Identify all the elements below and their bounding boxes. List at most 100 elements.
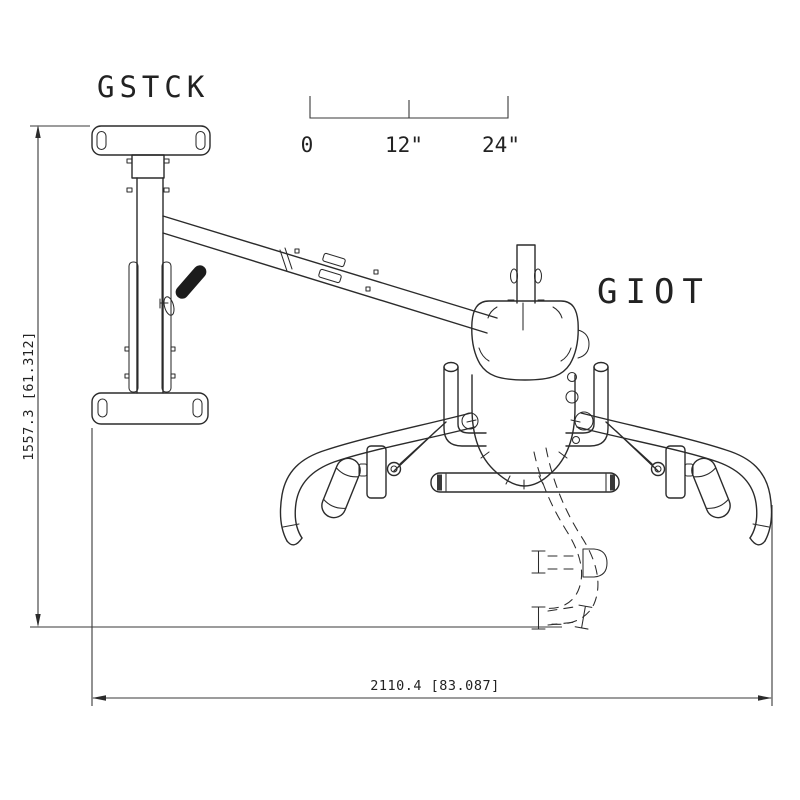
press-arm-right (576, 412, 773, 546)
scale-tick-24: 24" (482, 133, 520, 157)
hidden-roller-pad (531, 550, 546, 574)
seat-side-ear (577, 329, 590, 359)
top-foot-bar (91, 125, 211, 156)
right-roller-outline (691, 457, 731, 519)
top-foot-slot-left (96, 130, 107, 151)
guide-post (507, 244, 545, 304)
height-dimension: 1557.3 [61.312] (21, 125, 562, 628)
machine-label: GIOT (597, 272, 711, 312)
side-handles (443, 361, 609, 447)
bolt-tick (163, 158, 170, 164)
right-roller-seams (692, 467, 730, 509)
adjuster-pin (566, 371, 578, 383)
adjuster-pin (571, 435, 581, 445)
machine-drawing: GIOT (279, 244, 773, 630)
left-arm-tip (286, 537, 303, 546)
hidden-roller-pad (531, 606, 546, 630)
seat-back-pad (471, 300, 590, 381)
hidden-roller-axle (547, 555, 577, 570)
right-pivot-pin (654, 465, 662, 473)
hidden-arm-inner (533, 451, 583, 609)
tower-bracket (131, 154, 165, 179)
seat-back-outline (471, 300, 579, 381)
right-bracket-tab (684, 463, 694, 477)
left-pivot (386, 461, 402, 477)
left-arm-inner (294, 426, 476, 539)
bolt-tick (126, 158, 133, 164)
bolt-tick (170, 346, 176, 352)
left-handle-cap (443, 361, 459, 373)
stack-shroud-right (161, 261, 172, 393)
right-arm-inner (576, 426, 758, 539)
right-handle-inner (565, 366, 595, 434)
left-roller-seams (322, 467, 360, 509)
press-arm-left (279, 412, 476, 546)
right-arm-outer (580, 412, 773, 542)
handle-knob (163, 296, 175, 316)
hidden-roller-bracket (582, 548, 608, 578)
hidden-leg-attachment (531, 447, 608, 630)
center-bar-band-left (437, 474, 442, 491)
scale-bar: 0 12" 24" (301, 96, 520, 157)
seat-back-stitching (478, 306, 572, 362)
left-roller-pad (321, 457, 361, 519)
bolt-tick (373, 269, 379, 275)
bolt-tick (163, 187, 170, 193)
seat-bottom-stitching (466, 419, 581, 490)
right-handle-outer (565, 366, 609, 447)
stack-shroud-left (128, 261, 139, 393)
width-arrow-left (92, 695, 106, 701)
weight-stack-label: GSTCK (97, 70, 209, 104)
height-dimension-text: 1557.3 [61.312] (21, 331, 37, 460)
center-foot-bar (430, 472, 620, 493)
seat-bottom-pad (466, 374, 581, 490)
bottom-foot-bar (91, 392, 209, 425)
hidden-arm-outer (545, 447, 599, 625)
right-pivot-bracket (665, 445, 686, 499)
bolt-tick (170, 373, 176, 379)
connecting-beam (162, 215, 498, 334)
right-pulley (574, 411, 594, 431)
center-bar-band-lines (445, 473, 607, 492)
bolt-tick (124, 346, 130, 352)
height-arrow-down (35, 614, 41, 627)
hidden-roller-pad-tilted (574, 604, 593, 630)
left-arm-tip-seam (282, 523, 300, 528)
center-bar-band-right (610, 474, 615, 491)
left-arm-strut (393, 421, 447, 472)
right-arm-tip (749, 537, 766, 546)
seat-bottom-outline (471, 374, 576, 487)
bolt-tick (365, 286, 371, 292)
guide-post-tube (516, 244, 536, 304)
beam-bracket (318, 268, 342, 284)
adjuster-pin (565, 390, 579, 404)
left-pivot-bracket (366, 445, 387, 499)
handle-grip-rubber (175, 265, 207, 299)
left-bracket-tab (358, 463, 368, 477)
post-knob-left (509, 268, 519, 284)
width-dimension-text: 2110.4 [83.087] (370, 678, 499, 694)
left-roller-outline (321, 457, 361, 519)
bottom-foot-slot-right (192, 398, 203, 418)
center-bar-outline (430, 472, 620, 493)
bolt-tick (126, 187, 133, 193)
bolt-tick (124, 373, 130, 379)
beam-splice-joint (279, 247, 293, 272)
right-arm-tip-seam (752, 523, 770, 528)
width-dimension: 2110.4 [83.087] (91, 428, 773, 706)
beam-upper-edge (162, 215, 498, 319)
height-arrow-up (35, 125, 41, 138)
tower-column (136, 177, 164, 394)
post-knob-right (533, 268, 543, 284)
right-arm-strut (605, 421, 659, 472)
scale-tick-12: 12" (385, 133, 423, 157)
right-pivot (650, 461, 666, 477)
width-arrow-right (758, 695, 772, 701)
beam-bracket (322, 252, 346, 268)
weight-stack-drawing: GSTCK (91, 70, 211, 425)
scale-tick-0: 0 (301, 133, 314, 157)
hidden-roller-axle (547, 606, 577, 626)
bolt-tick (294, 248, 300, 254)
